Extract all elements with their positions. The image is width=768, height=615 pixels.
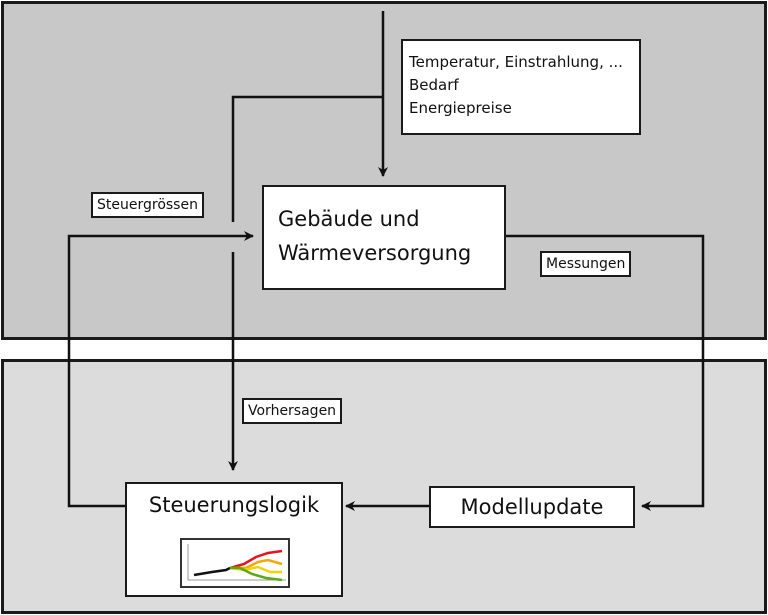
input-energy-prices: Energiepreise xyxy=(409,99,512,117)
control-logic-node[interactable]: Steuerungslogik xyxy=(125,482,343,597)
measurement-arrow xyxy=(505,234,705,511)
building-title-line2: Wärmeversorgung xyxy=(278,241,472,265)
icon-midlow-line xyxy=(229,565,282,574)
icon-axes xyxy=(187,544,286,581)
control-logic-title: Steuerungslogik xyxy=(148,493,320,517)
label-control-variables: Steuergrössen xyxy=(91,192,204,218)
input-temperature: Temperatur, Einstrahlung, ... xyxy=(409,53,623,71)
input-demand: Bedarf xyxy=(409,76,459,94)
icon-high-line xyxy=(229,549,283,570)
icon-low-line xyxy=(230,566,283,582)
control-arrow xyxy=(67,231,254,508)
external-inputs-box: Temperatur, Einstrahlung, ... Bedarf Ene… xyxy=(401,39,641,135)
building-node[interactable]: Gebäude und Wärmeversorgung xyxy=(262,185,506,290)
forecast-chart-icon xyxy=(180,538,290,588)
icon-history-line xyxy=(193,566,231,577)
label-forecasts: Vorhersagen xyxy=(242,398,343,424)
model-update-title: Modellupdate xyxy=(460,495,604,519)
label-measurements: Messungen xyxy=(540,251,632,277)
forecast-branch-top xyxy=(231,95,383,222)
model-update-node[interactable]: Modellupdate xyxy=(429,486,635,528)
building-title-line1: Gebäude und xyxy=(278,207,420,231)
